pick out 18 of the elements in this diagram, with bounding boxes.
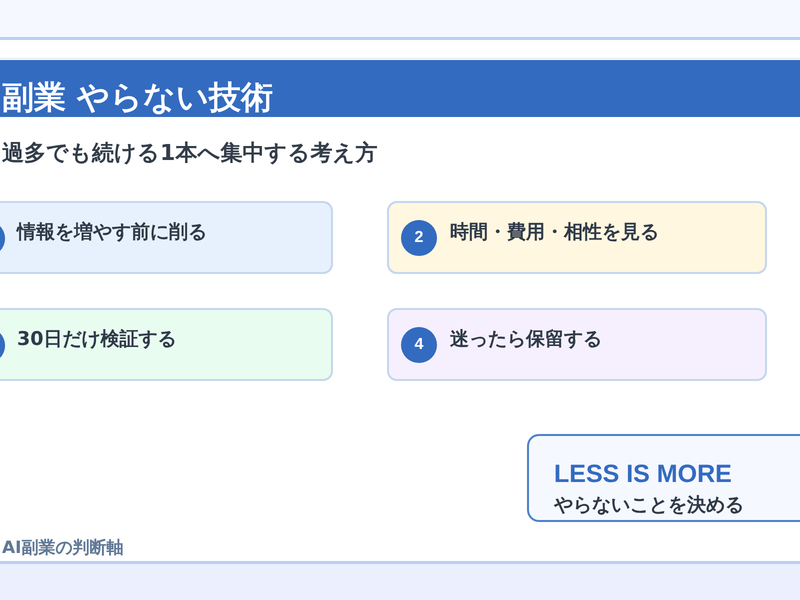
step-card bbox=[387, 308, 767, 381]
callout-heading: LESS IS MORE bbox=[554, 459, 732, 489]
circle-badge-icon bbox=[0, 333, 5, 358]
subtitle: 過多でも続ける1本へ集中する考え方 bbox=[2, 141, 378, 167]
step-card bbox=[387, 201, 767, 274]
footer-text: AI副業の判断軸 bbox=[2, 538, 124, 559]
step-text: 時間・費用・相性を見る bbox=[450, 220, 659, 244]
step-text: 30日だけ検証する bbox=[17, 327, 176, 351]
step-card bbox=[0, 308, 333, 381]
step-text: 迷ったら保留する bbox=[450, 327, 602, 351]
step-card bbox=[0, 201, 333, 274]
step-text: 情報を増やす前に削る bbox=[17, 220, 207, 244]
number-badge: 4 bbox=[401, 327, 437, 363]
callout-text: やらないことを決める bbox=[554, 493, 744, 517]
title-banner: 副業 やらない技術 bbox=[0, 60, 800, 117]
circle-badge-icon bbox=[0, 226, 5, 251]
number-badge: 2 bbox=[401, 220, 437, 256]
callout-box bbox=[527, 434, 800, 522]
